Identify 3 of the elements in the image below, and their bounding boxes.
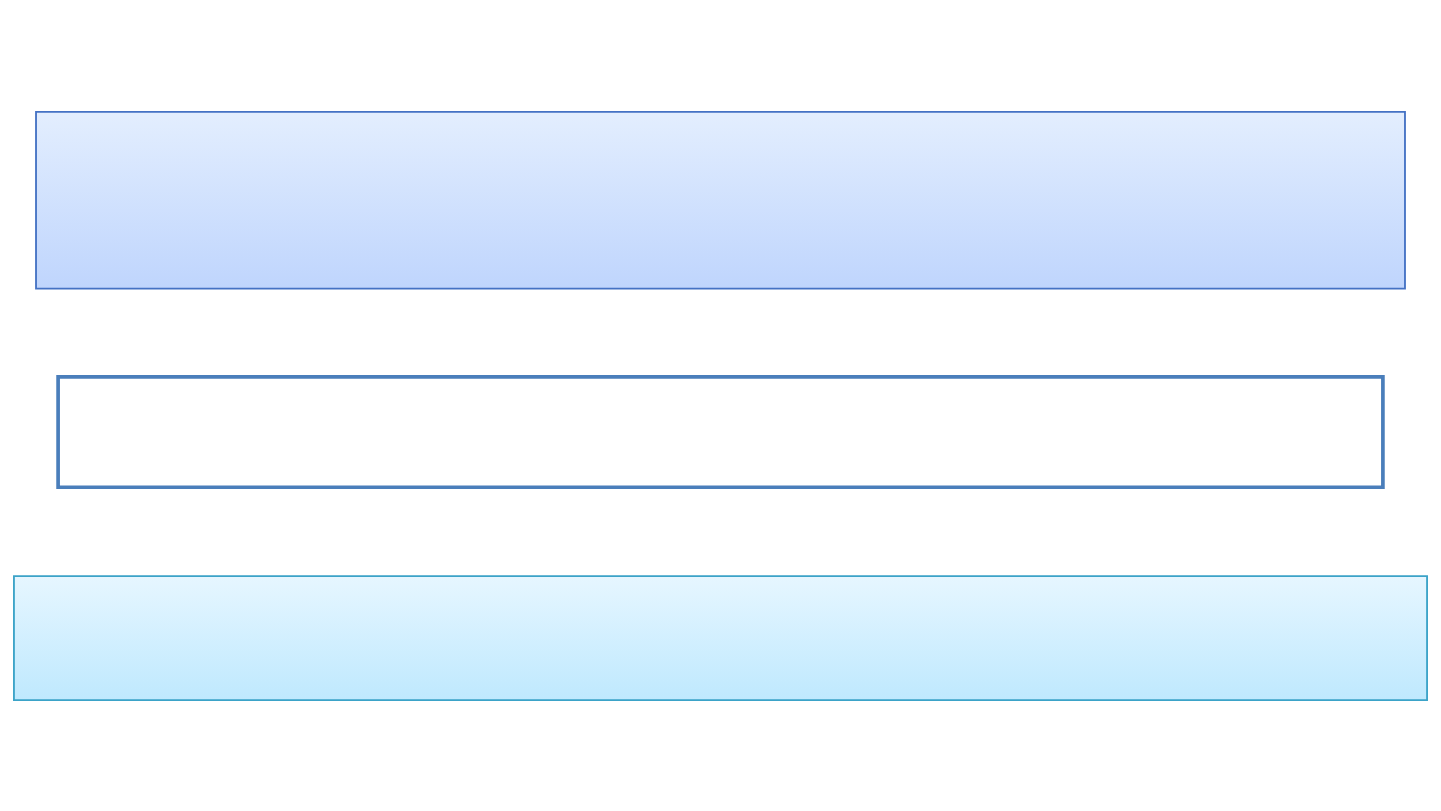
node-box [13, 574, 1428, 701]
node-box [35, 110, 1406, 289]
node-box [56, 374, 1385, 489]
